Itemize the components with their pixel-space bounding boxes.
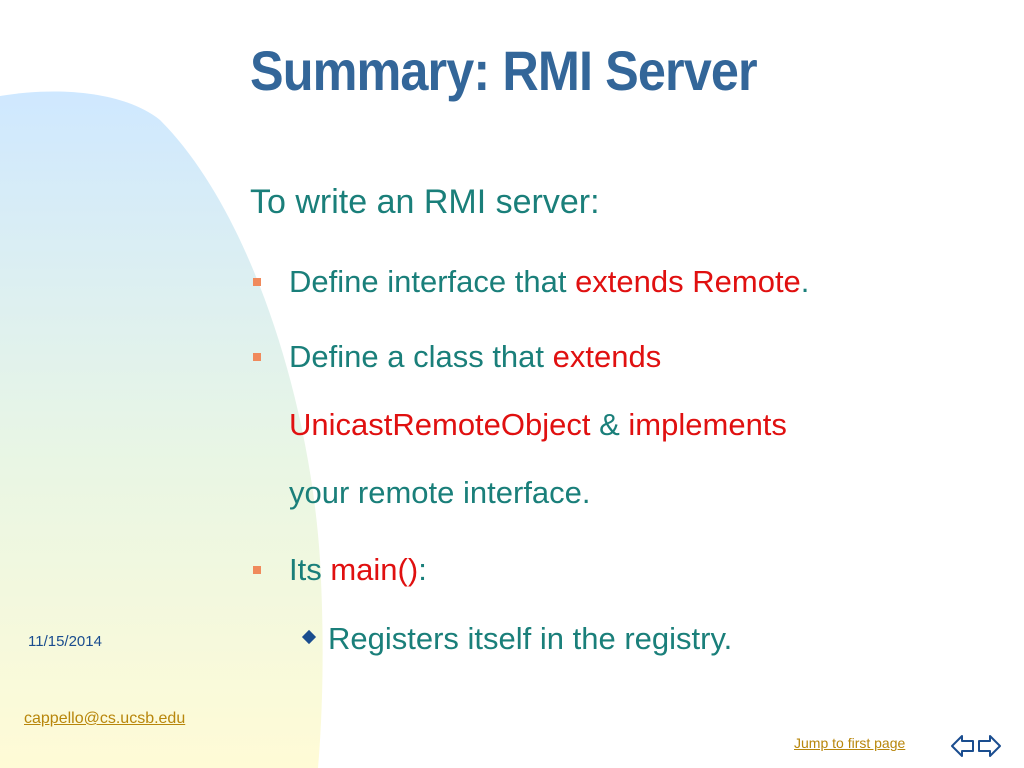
jump-to-first-page-link[interactable]: Jump to first page — [794, 735, 906, 751]
square-bullet-icon — [253, 353, 261, 361]
bullet-text: Define interface that — [289, 264, 576, 299]
bullet-highlight: extends Remote — [575, 264, 801, 299]
bullet-highlight: extends — [552, 339, 662, 374]
bullet-text: & — [590, 407, 629, 442]
bullet-item: Define a class that extends UnicastRemot… — [253, 323, 969, 527]
nav-back-forward-icon[interactable] — [950, 731, 1002, 761]
diamond-bullet-icon — [301, 629, 317, 644]
footer-date: 11/15/2014 — [28, 633, 102, 650]
bullet-item: Its main(): — [253, 536, 427, 604]
slide-title: Summary: RMI Server — [250, 39, 758, 102]
bullet-highlight: UnicastRemoteObject — [289, 407, 591, 442]
bullet-text: your remote interface. — [289, 475, 591, 510]
sub-bullet-item: Registers itself in the registry. — [301, 621, 733, 657]
bullet-item: Define interface that extends Remote. — [253, 248, 810, 316]
square-bullet-icon — [253, 278, 261, 286]
bullet-text: . — [800, 264, 810, 299]
square-bullet-icon — [253, 566, 261, 574]
author-email-link[interactable]: cappello@cs.ucsb.edu — [24, 710, 186, 727]
bullet-text: Its — [289, 552, 331, 587]
bullet-text: Define a class that — [289, 339, 553, 374]
bullet-highlight: main() — [330, 552, 419, 587]
bullet-text: : — [418, 552, 427, 587]
sub-bullet-text: Registers itself in the registry. — [328, 621, 733, 656]
intro-text: To write an RMI server: — [250, 183, 600, 221]
bullet-highlight: implements — [628, 407, 787, 442]
